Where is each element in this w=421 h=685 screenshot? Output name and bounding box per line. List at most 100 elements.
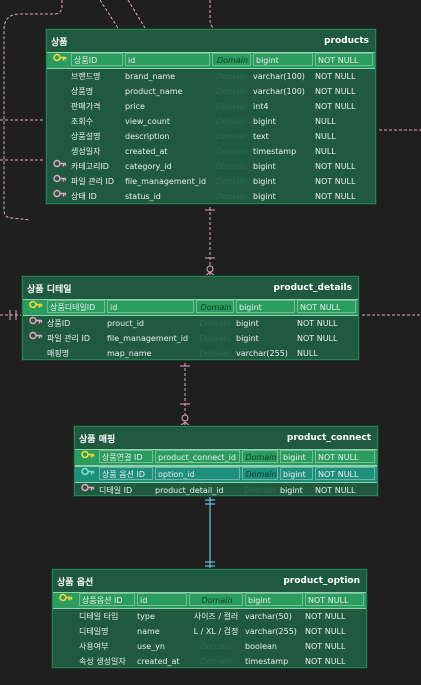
- column-name: id: [125, 53, 210, 66]
- nullability: NOT NULL: [305, 642, 346, 651]
- entity-logical-name: 상품 옵션: [57, 577, 94, 588]
- nullability: NOT NULL: [305, 627, 346, 636]
- foreign-key-icon: [29, 331, 43, 340]
- primary-key-icon: [53, 53, 67, 62]
- domain: Domain: [242, 467, 278, 480]
- domain: Domain: [215, 87, 248, 96]
- foreign-key-icon: [81, 483, 95, 492]
- entity-logical-name: 상품 매핑: [79, 434, 116, 445]
- data-type: bigint: [236, 334, 259, 343]
- attribute-name: 판매가격: [71, 102, 101, 111]
- domain: Domain: [215, 102, 248, 111]
- entity-header: 상품 디테일 product_details: [23, 277, 358, 299]
- nullability: NOT NULL: [297, 334, 338, 343]
- data-type: bigint: [253, 192, 276, 201]
- domain: Domain: [215, 132, 248, 141]
- attribute-name: 디테일 타입: [79, 612, 119, 621]
- entity-physical-name: products: [324, 36, 369, 46]
- entity-physical-name: product_details: [273, 283, 353, 293]
- nullability: NULL: [315, 117, 336, 126]
- attribute-name: 매핑명: [47, 349, 70, 358]
- domain: Domain: [189, 593, 243, 606]
- column-name: description: [125, 132, 170, 141]
- attribute-name: 속성 생성일자: [79, 657, 126, 666]
- top-middle-relation-line: [127, 0, 146, 29]
- domain: Domain: [215, 192, 248, 201]
- domain: Domain: [215, 177, 248, 186]
- nullability: NOT NULL: [297, 300, 356, 313]
- domain: Domain: [215, 162, 248, 171]
- column-name: name: [137, 627, 160, 636]
- data-type: bigint: [280, 467, 313, 480]
- attribute-name: 상태 ID: [71, 192, 97, 201]
- nullability: NOT NULL: [305, 612, 346, 621]
- nullability: NOT NULL: [315, 87, 356, 96]
- column-name: price: [125, 102, 145, 111]
- domain: Domain: [212, 53, 251, 66]
- domain: Domain: [199, 319, 231, 328]
- attribute-name: 상품ID: [47, 319, 71, 328]
- nullability: NULL: [297, 349, 318, 358]
- domain: Domain: [199, 349, 231, 358]
- data-type: bigint: [280, 450, 313, 463]
- domain: Domain: [215, 147, 248, 156]
- attribute-name: 파일 관리 ID: [47, 334, 91, 343]
- attribute-name: 생성일자: [71, 147, 101, 156]
- top-right-relation-line: [209, 0, 219, 31]
- column-name: file_management_id: [125, 177, 207, 186]
- domain: Domain: [200, 657, 232, 666]
- column-name: prouct_id: [107, 319, 144, 328]
- domain: 사이즈 / 컬러: [193, 612, 239, 621]
- nullability: NOT NULL: [315, 192, 356, 201]
- data-type: bigint: [253, 117, 276, 126]
- entity-header: 상품 매핑 product_connect: [75, 427, 377, 449]
- data-type: varchar(255): [236, 349, 288, 358]
- foreign-key-icon: [53, 174, 67, 183]
- entity-logical-name: 상품 디테일: [27, 284, 72, 295]
- foreign-key-icon: [53, 159, 67, 168]
- nullability: NOT NULL: [315, 102, 356, 111]
- nullability: NOT NULL: [297, 319, 338, 328]
- attribute-name: 파일 관리 ID: [71, 177, 115, 186]
- column-name: product_detail_id: [155, 486, 224, 495]
- data-type: boolean: [245, 642, 277, 651]
- column-name: brand_name: [125, 72, 176, 81]
- column-name: product_name: [125, 87, 183, 96]
- attribute-name: 상품설명: [71, 132, 101, 141]
- nullability: NULL: [315, 147, 336, 156]
- entity-header: 상품 products: [47, 30, 375, 52]
- data-type: varchar(255): [245, 627, 297, 636]
- column-name: option_id: [155, 467, 240, 480]
- attribute-name: 상품ID: [71, 53, 123, 66]
- domain: Domain: [215, 72, 248, 81]
- attribute-name: 브랜드명: [71, 72, 101, 81]
- data-type: text: [253, 132, 269, 141]
